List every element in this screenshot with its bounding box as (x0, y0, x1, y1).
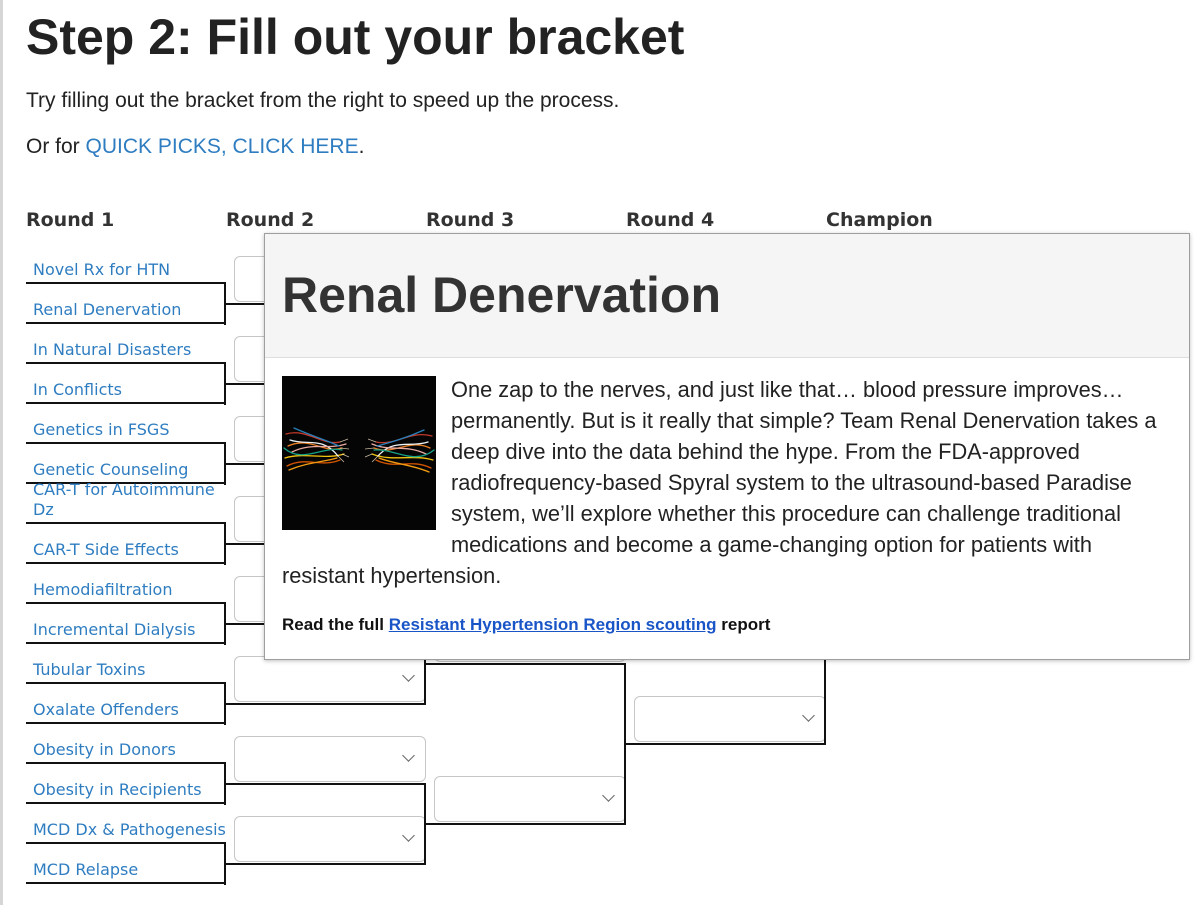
round4-line (626, 743, 826, 745)
chevron-down-icon (402, 829, 415, 842)
team-link[interactable]: MCD Dx & Pathogenesis (33, 820, 226, 839)
team-link[interactable]: Obesity in Donors (33, 740, 176, 759)
quick-picks-suffix: . (358, 135, 365, 158)
round1-slot: CAR-T for Autoimmune Dz (26, 480, 226, 524)
popup-header: Renal Denervation (265, 234, 1189, 358)
team-link[interactable]: Incremental Dialysis (33, 620, 196, 639)
team-link[interactable]: Genetics in FSGS (33, 420, 170, 439)
team-link[interactable]: Oxalate Offenders (33, 700, 179, 719)
team-link[interactable]: CAR-T Side Effects (33, 540, 179, 559)
round2-connector (224, 443, 226, 485)
team-link[interactable]: In Conflicts (33, 380, 122, 399)
round1-slot: Renal Denervation (26, 284, 226, 324)
round2-connector (224, 363, 226, 405)
round-2-header: Round 2 (226, 209, 315, 231)
report-prefix: Read the full (282, 615, 385, 634)
round4-connector (624, 663, 626, 825)
round2-line (226, 863, 426, 865)
quick-picks-link[interactable]: QUICK PICKS, CLICK HERE (85, 135, 359, 158)
nerve-fibers-image (282, 376, 436, 530)
quick-picks-prefix: Or for (26, 135, 80, 158)
chevron-down-icon (602, 789, 615, 802)
round2-connector (224, 283, 226, 325)
team-link[interactable]: Renal Denervation (33, 300, 182, 319)
scouting-report-link[interactable]: Resistant Hypertension Region scouting (388, 615, 717, 634)
report-suffix: report (721, 615, 771, 634)
round3-line (426, 823, 626, 825)
page-title: Step 2: Fill out your bracket (26, 9, 685, 65)
round1-slot: CAR-T Side Effects (26, 524, 226, 564)
champion-header: Champion (826, 209, 933, 231)
round4-pick-select[interactable] (634, 696, 826, 742)
round1-slot: MCD Relapse (26, 844, 226, 884)
team-link[interactable]: Obesity in Recipients (33, 780, 202, 799)
round2-pick-select[interactable] (234, 736, 426, 782)
popup-body: One zap to the nerves, and just like tha… (265, 358, 1189, 635)
team-link[interactable]: Hemodiafiltration (33, 580, 173, 599)
chevron-down-icon (402, 749, 415, 762)
round3-pick-select[interactable] (434, 776, 626, 822)
round2-line (226, 703, 426, 705)
round2-connector (224, 843, 226, 885)
round1-slot: MCD Dx & Pathogenesis (26, 804, 226, 844)
chevron-down-icon (402, 669, 415, 682)
round-1-header: Round 1 (26, 209, 115, 231)
team-link[interactable]: Tubular Toxins (33, 660, 146, 679)
team-link[interactable]: Novel Rx for HTN (33, 260, 171, 279)
round3-line (426, 663, 626, 665)
round2-pick-select[interactable] (234, 656, 426, 702)
instructions-text: Try filling out the bracket from the rig… (26, 89, 620, 112)
round1-slot: Oxalate Offenders (26, 684, 226, 724)
team-link[interactable]: Genetic Counseling (33, 460, 189, 479)
round1-slot: Genetics in FSGS (26, 404, 226, 444)
round1-slot: Tubular Toxins (26, 644, 226, 684)
round1-slot: In Conflicts (26, 364, 226, 404)
round1-slot: Hemodiafiltration (26, 564, 226, 604)
chevron-down-icon (802, 709, 815, 722)
round2-pick-select[interactable] (234, 816, 426, 862)
popup-description: One zap to the nerves, and just like tha… (282, 377, 1157, 588)
team-link[interactable]: MCD Relapse (33, 860, 139, 879)
quick-picks-line: Or for QUICK PICKS, CLICK HERE. (26, 135, 364, 159)
round1-slot: In Natural Disasters (26, 324, 226, 364)
team-link[interactable]: CAR-T for Autoimmune Dz (33, 480, 215, 519)
round-3-header: Round 3 (426, 209, 515, 231)
round1-slot: Obesity in Recipients (26, 764, 226, 804)
round2-connector (224, 763, 226, 805)
round1-slot: Genetic Counseling (26, 444, 226, 484)
round2-connector (224, 603, 226, 645)
round2-line (226, 783, 426, 785)
nerve-illustration (283, 427, 435, 473)
round1-slot: Obesity in Donors (26, 724, 226, 764)
round1-slot: Incremental Dialysis (26, 604, 226, 644)
popup-title: Renal Denervation (282, 267, 722, 323)
round3-connector (424, 623, 426, 705)
left-border (0, 0, 3, 905)
team-info-popup: Renal Denervation (264, 233, 1190, 660)
round3-connector (424, 783, 426, 865)
round2-connector (224, 523, 226, 565)
round-4-header: Round 4 (626, 209, 715, 231)
scouting-report-line: Read the full Resistant Hypertension Reg… (282, 591, 1173, 635)
team-link[interactable]: In Natural Disasters (33, 340, 192, 359)
round2-connector (224, 683, 226, 725)
round1-slot: Novel Rx for HTN (26, 244, 226, 284)
